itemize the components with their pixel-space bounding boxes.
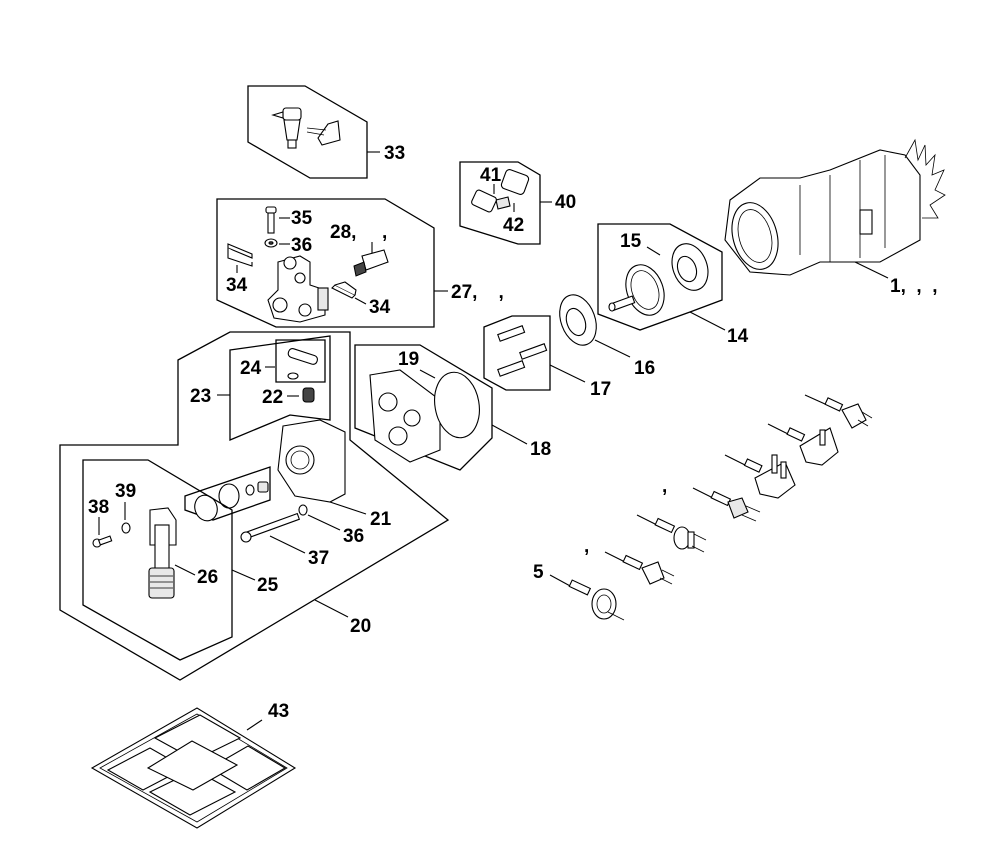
coupling-part-icon [271, 107, 302, 149]
callout-5: 5 [533, 562, 544, 583]
group-18-cylinder-head: 19 18 [354, 344, 551, 471]
clip-34b-icon [331, 281, 357, 299]
group-14-gear-kit: 15 14 [597, 223, 749, 347]
callout-plug-a: , [662, 476, 667, 497]
switch-41-icon [495, 169, 530, 210]
callout-19: 19 [398, 349, 419, 370]
power-plugs-group: , , 5 [533, 394, 873, 621]
frame-40 [459, 161, 541, 245]
frame-23 [229, 335, 331, 441]
callout-39: 39 [115, 481, 136, 502]
washer-36-icon [264, 238, 278, 248]
callout-24: 24 [240, 358, 262, 379]
callout-42: 42 [503, 215, 524, 236]
callout-25: 25 [257, 575, 279, 596]
piston-28-icon [353, 249, 389, 277]
callout-plug-b: , [584, 536, 589, 557]
plug-swiss-icon [636, 514, 707, 553]
callout-36a: 36 [291, 235, 312, 256]
callout-41: 41 [480, 165, 502, 186]
valve-icon [497, 325, 548, 377]
gasket-kit-25-icon [194, 481, 269, 522]
callout-15: 15 [620, 231, 642, 252]
seal-kit-24-icon [287, 348, 319, 380]
gear-icon [608, 264, 665, 316]
plug-schuko-icon [549, 574, 625, 621]
callout-28: 28, [330, 222, 356, 243]
frame-17 [483, 315, 551, 391]
callout-40: 40 [555, 192, 576, 213]
group-20-pump-head: 24 22 23 21 36 37 [59, 331, 450, 681]
clip-34a-icon [227, 243, 253, 267]
plug-eu-flat-icon [692, 487, 761, 522]
frame-26-group [82, 459, 233, 661]
plug-jp-icon [604, 551, 675, 585]
decal-center [146, 740, 239, 791]
plug-us-icon [804, 394, 873, 429]
frame-25 [184, 466, 271, 521]
decal-right [208, 745, 287, 791]
frame-33 [247, 85, 368, 179]
motor-gearbox-icon: 1, , , [724, 138, 946, 297]
washer-36b-icon [298, 504, 308, 516]
callout-1: 1, , , [890, 276, 938, 297]
group-40-switch-kit: 41 42 40 [459, 161, 576, 245]
o-ring-19-icon [434, 371, 480, 439]
screw-35-icon [265, 206, 277, 234]
callout-35: 35 [291, 208, 313, 229]
frame-24 [275, 339, 326, 383]
group-17-valve-kit: 17 [483, 315, 611, 400]
callout-34a: 34 [226, 275, 248, 296]
callout-38: 38 [88, 497, 109, 518]
plug-sa-icon [724, 454, 796, 499]
pump-housing-21-icon [277, 419, 346, 503]
callout-33: 33 [384, 143, 405, 164]
callout-34b: 34 [369, 297, 391, 318]
bearing-seal-16-icon: 16 [559, 294, 655, 379]
socket-screw-38-icon [92, 535, 113, 548]
callout-22: 22 [262, 387, 283, 408]
frame-27 [216, 198, 435, 328]
callout-18: 18 [530, 439, 551, 460]
callout-37: 37 [308, 548, 329, 569]
valve-plug-22-icon [302, 387, 315, 403]
decal-set-43: 43 [90, 701, 297, 829]
frame-20 [59, 331, 450, 681]
washer-39-icon [121, 522, 131, 534]
callout-27: 27, , [451, 282, 504, 303]
callout-21: 21 [370, 509, 392, 530]
frame-14 [597, 223, 723, 331]
group-27-unloader-valve: 35 36 34 28, , [216, 198, 504, 328]
callout-14: 14 [727, 326, 749, 347]
callout-43: 43 [268, 701, 289, 722]
callout-36b: 36 [343, 526, 364, 547]
coupling-clip-icon [306, 120, 341, 146]
long-bolt-37-icon [240, 512, 301, 543]
callout-20: 20 [350, 616, 371, 637]
seal-15-icon [671, 243, 709, 291]
callout-23: 23 [190, 386, 211, 407]
callout-16: 16 [634, 358, 655, 379]
callout-26: 26 [197, 567, 218, 588]
inlet-fitting-26-icon [148, 507, 177, 599]
cylinder-head-icon [369, 369, 441, 463]
callout-28b: , [382, 222, 387, 243]
plug-uk-icon [767, 423, 839, 466]
group-33-outlet-coupling: 33 [247, 85, 405, 179]
frame-18 [354, 344, 493, 471]
valve-body-icon [267, 255, 329, 323]
callout-17: 17 [590, 379, 611, 400]
switch-cover-icon [471, 189, 497, 213]
